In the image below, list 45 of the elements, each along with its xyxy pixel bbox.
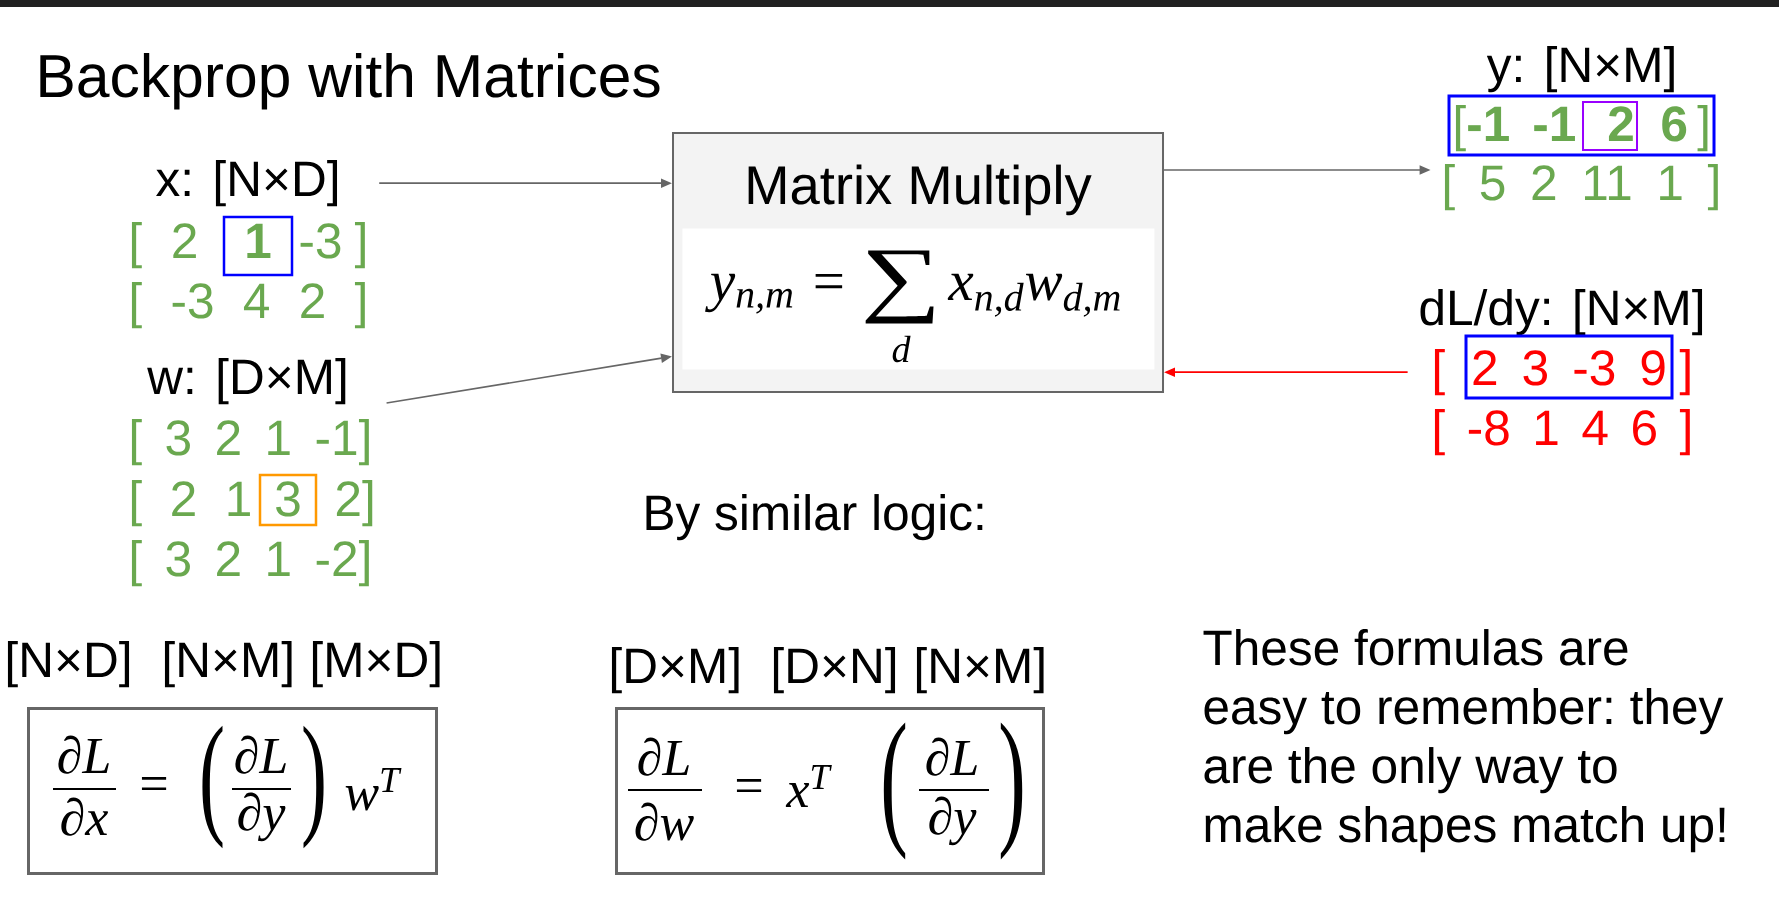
matrix-label: dL/dy: [N×M] [1420, 289, 1703, 336]
matrix-row: [ -3 4 2 ] [131, 282, 365, 329]
matrix-bracket: [ [1434, 349, 1445, 396]
shape-label: [N×M] [916, 647, 1044, 694]
matrix-bracket: ] [1679, 349, 1690, 396]
node-label: ∂y [238, 792, 286, 842]
shape-label: [D×M] [611, 647, 739, 694]
node-label: ( [883, 722, 906, 860]
node-label: ∂L [926, 737, 977, 776]
node-label: ∂w [635, 802, 694, 841]
formula-panel: y$_{n,m}$ = ∑ d x$_{n,d}$w$_{d,m}$ [682, 228, 1155, 370]
node-label: ) [303, 725, 324, 849]
matrix-row: [ 3 2 1 -2] [131, 540, 369, 587]
shape-label: [D×N] [773, 647, 896, 694]
node-label: ∂L [235, 735, 286, 774]
shape-label: [M×D] [312, 641, 440, 688]
matrix-row: [ 5 2 11 1 ] [1444, 164, 1718, 211]
matrix-row: [ -8 1 4 6 ] [1434, 409, 1690, 456]
highlight-box: 1 [222, 215, 294, 277]
node-label: ∂L [638, 737, 689, 776]
highlight-box: 2 [1582, 101, 1638, 151]
matrix-row: -3 ] [300, 222, 365, 269]
matrix-row: [ 2 1 [131, 480, 250, 527]
shape-label: [N×D] [7, 641, 130, 688]
highlight-box: 3 [258, 473, 318, 527]
note-text: These formulas are easy to remember: they are the only way to make shapes match up! [1203, 629, 1725, 853]
matrix-row: 2] [336, 480, 373, 527]
matrix-label: x: [N×D] [156, 160, 337, 207]
matrix-row: [ 2 [131, 222, 196, 269]
matrix-label: w: [D×M] [147, 358, 346, 405]
node-label: x$^{T}$ [785, 765, 832, 807]
note-text: By similar logic: [646, 494, 983, 541]
slide-title: Backprop with Matrices [40, 53, 660, 110]
matrix-label: y: [N×M] [1486, 46, 1674, 93]
highlight-box: 2 3 -3 9 [1464, 334, 1674, 400]
node-label: ∂y [929, 796, 977, 846]
matrix-row: [ 3 2 1 -1] [131, 419, 369, 466]
node-label: ∂L [58, 735, 109, 774]
node-label: ( [202, 725, 223, 849]
node-label: w$^{T}$ [345, 768, 402, 811]
node-label: ∂x [61, 797, 109, 836]
node-label: = [736, 779, 762, 793]
node-label: ) [1000, 722, 1023, 860]
node-label: = [141, 777, 167, 791]
shape-label: [N×M] [164, 641, 292, 688]
